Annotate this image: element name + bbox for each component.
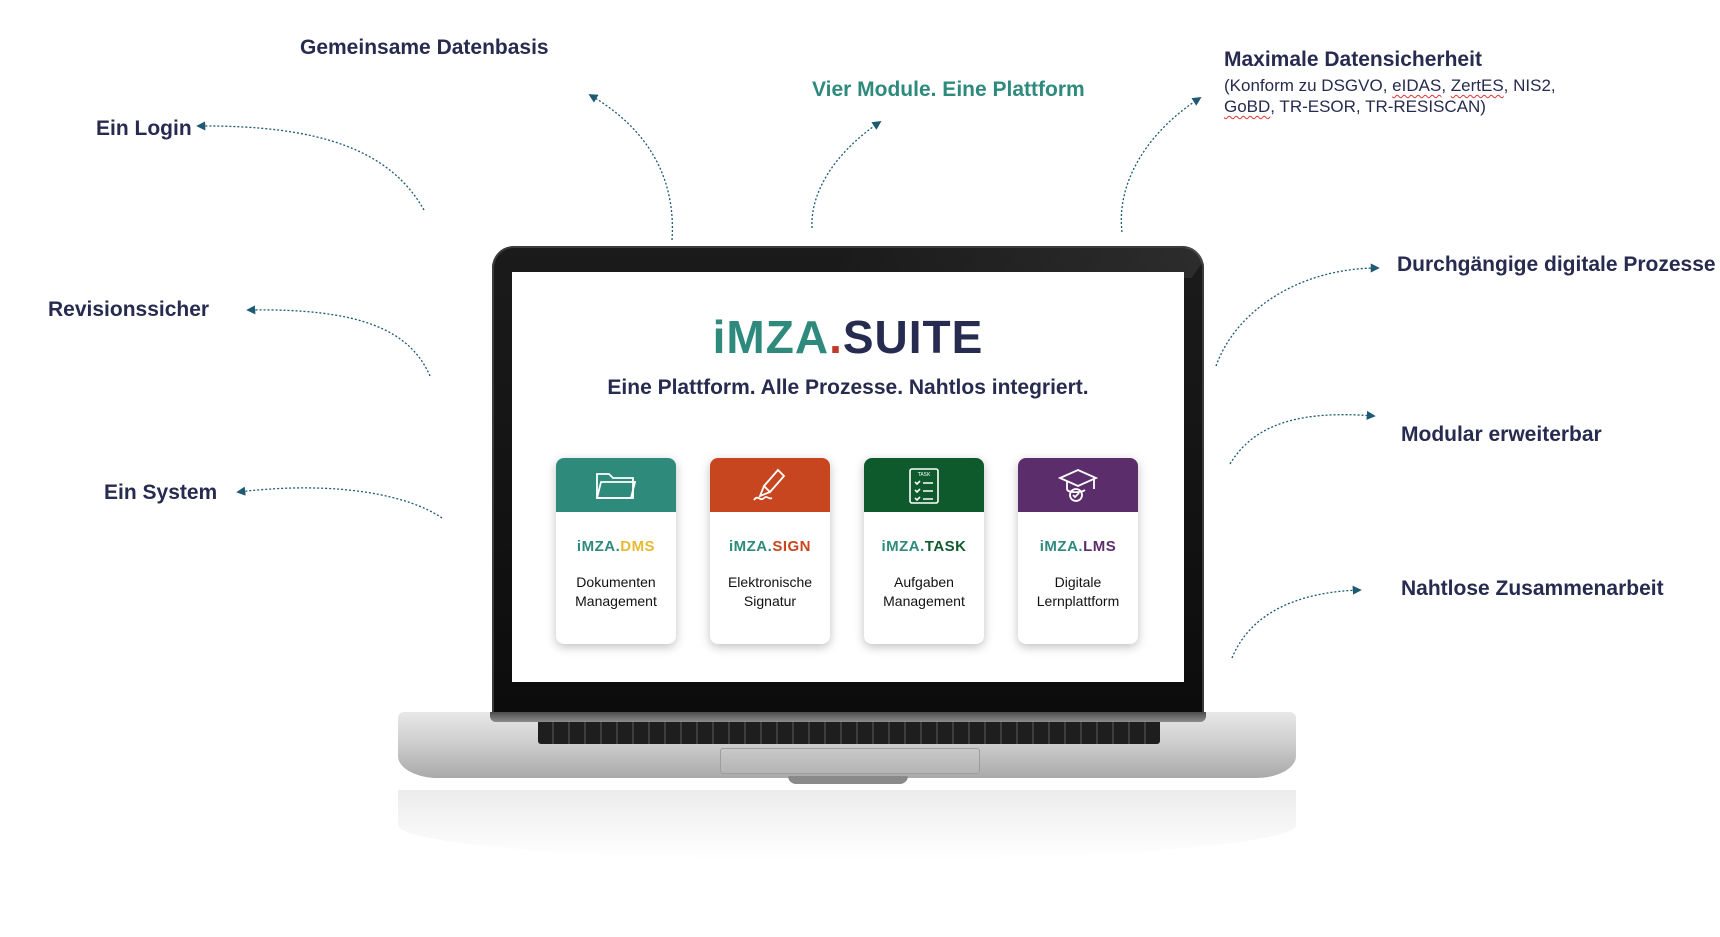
module-card-dms-header xyxy=(556,458,676,512)
module-prefix: iMZA. xyxy=(728,538,773,555)
module-card-sign-header xyxy=(710,458,830,512)
arrow-vier-module xyxy=(811,120,882,229)
laptop-lid: iMZA.SUITE Eine Plattform. Alle Prozesse… xyxy=(492,246,1213,716)
module-name-sign: iMZA.SIGN xyxy=(710,538,830,555)
module-desc-task: Aufgaben Management xyxy=(883,574,965,609)
module-card-dms[interactable]: iMZA.DMS Dokumenten Management xyxy=(556,458,676,644)
label-prozesse: Durchgängige digitale Prozesse xyxy=(1397,253,1716,276)
label-revisionssicher: Revisionssicher xyxy=(48,298,210,321)
label-datensicherheit-details: (Konform zu DSGVO, eIDAS, ZertES, NIS2, … xyxy=(1224,75,1556,117)
module-prefix: iMZA. xyxy=(1039,538,1084,555)
logo-imza: iMZA xyxy=(712,311,830,363)
label-ein-system: Ein System xyxy=(104,481,218,504)
module-card-task[interactable]: TASK iMZA.TASK Aufgaben Management xyxy=(864,458,984,644)
compliance-tr: , TR-ESOR, TR-RESISCAN) xyxy=(1270,97,1486,116)
checklist-icon: TASK xyxy=(909,468,939,504)
compliance-zertes: ZertES xyxy=(1450,76,1504,95)
module-card-sign[interactable]: iMZA.SIGN Elektronische Signatur xyxy=(710,458,830,644)
label-ein-login: Ein Login xyxy=(96,117,192,140)
module-name-task: iMZA.TASK xyxy=(864,538,984,555)
laptop-notch xyxy=(788,776,908,784)
arrow-ein-system xyxy=(236,486,443,519)
laptop-hinge xyxy=(490,712,1206,722)
arrow-datensicherheit xyxy=(1120,97,1202,233)
arrow-ein-login xyxy=(196,121,425,211)
logo-suite: SUITE xyxy=(842,311,984,363)
module-card-lms-header xyxy=(1018,458,1138,512)
logo-dot: . xyxy=(829,311,843,363)
laptop-screen: iMZA.SUITE Eine Plattform. Alle Prozesse… xyxy=(512,272,1184,682)
module-desc-dms: Dokumenten Management xyxy=(575,574,657,609)
arrow-zusammenarbeit xyxy=(1231,585,1362,659)
laptop-trackpad xyxy=(720,748,980,774)
pen-icon xyxy=(753,468,786,501)
label-zusammenarbeit: Nahtlose Zusammenarbeit xyxy=(1401,577,1664,600)
laptop-reflection xyxy=(398,790,1296,860)
graduation-cap-icon xyxy=(1057,469,1099,502)
label-datensicherheit: Maximale Datensicherheit xyxy=(1224,48,1482,71)
arrow-modular xyxy=(1229,410,1376,465)
screen-tagline: Eine Plattform. Alle Prozesse. Nahtlos i… xyxy=(607,376,1089,399)
compliance-eidas: eIDAS xyxy=(1392,76,1442,95)
label-vier-module: Vier Module. Eine Plattform xyxy=(812,78,1085,101)
module-suffix: SIGN xyxy=(772,538,811,555)
module-suffix: LMS xyxy=(1083,538,1117,555)
module-name-dms: iMZA.DMS xyxy=(556,538,676,555)
module-prefix: iMZA. xyxy=(881,538,925,555)
folder-icon xyxy=(595,473,637,499)
module-card-lms[interactable]: iMZA.LMS Digitale Lernplattform xyxy=(1018,458,1138,644)
label-gemeinsame-datenbasis: Gemeinsame Datenbasis xyxy=(300,36,549,59)
arrow-revisionssicher xyxy=(246,305,431,377)
label-modular: Modular erweiterbar xyxy=(1401,423,1602,446)
compliance-nis2: , NIS2, xyxy=(1503,76,1556,95)
module-suffix: DMS xyxy=(620,538,656,555)
module-desc-lms: Digitale Lernplattform xyxy=(1036,574,1120,609)
checklist-icon-text: TASK xyxy=(917,472,931,478)
arrow-prozesse xyxy=(1215,263,1380,367)
module-prefix: iMZA. xyxy=(576,538,621,555)
imza-suite-logo: iMZA.SUITE xyxy=(512,310,1184,364)
module-suffix: TASK xyxy=(924,538,967,555)
module-desc-sign: Elektronische Signatur xyxy=(727,574,813,609)
compliance-gobd: GoBD xyxy=(1224,97,1271,116)
arrow-gemeinsame-datenbasis xyxy=(588,94,674,241)
module-card-task-header: TASK xyxy=(864,458,984,512)
compliance-text: (Konform zu DSGVO, xyxy=(1224,76,1393,95)
laptop-keyboard xyxy=(538,718,1160,744)
module-name-lms: iMZA.LMS xyxy=(1018,538,1138,555)
compliance-separator: , xyxy=(1441,76,1451,95)
